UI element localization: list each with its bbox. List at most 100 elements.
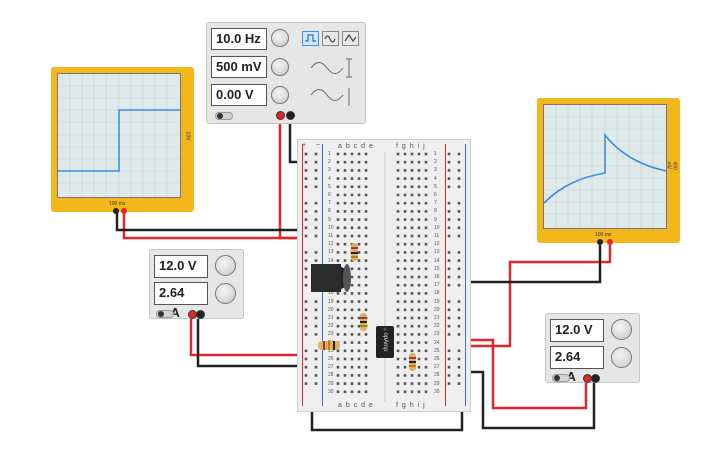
breadboard-hole[interactable] — [343, 226, 347, 230]
breadboard-hole[interactable] — [410, 341, 414, 344]
breadboard-hole[interactable] — [364, 357, 368, 361]
rail-hole[interactable] — [457, 169, 461, 172]
breadboard-hole[interactable] — [364, 292, 368, 295]
breadboard-hole[interactable] — [403, 341, 407, 344]
breadboard-hole[interactable] — [424, 177, 428, 180]
rail-hole[interactable] — [457, 357, 461, 361]
rail-hole[interactable] — [457, 201, 461, 205]
breadboard-hole[interactable] — [403, 242, 407, 246]
breadboard-hole[interactable] — [396, 169, 400, 172]
rail-hole[interactable] — [314, 324, 318, 328]
rail-hole[interactable] — [457, 308, 461, 312]
breadboard-hole[interactable] — [417, 226, 421, 230]
breadboard-hole[interactable] — [350, 333, 354, 336]
scope-pos-terminal[interactable] — [121, 208, 127, 214]
breadboard-hole[interactable] — [357, 160, 361, 164]
breadboard-hole[interactable] — [336, 210, 340, 213]
breadboard-hole[interactable] — [350, 259, 354, 262]
breadboard-hole[interactable] — [357, 349, 361, 353]
breadboard-hole[interactable] — [343, 160, 347, 164]
breadboard-hole[interactable] — [410, 349, 414, 353]
rail-hole[interactable] — [447, 218, 451, 221]
breadboard-hole[interactable] — [350, 177, 354, 180]
wire-red[interactable] — [462, 338, 588, 410]
breadboard-hole[interactable] — [343, 242, 347, 246]
breadboard-hole[interactable] — [410, 316, 414, 320]
rail-hole[interactable] — [304, 300, 308, 303]
breadboard-hole[interactable] — [364, 234, 368, 238]
offset-knob[interactable] — [271, 86, 289, 104]
breadboard-hole[interactable] — [343, 259, 347, 262]
sine-wave-button[interactable] — [322, 31, 339, 46]
breadboard-hole[interactable] — [410, 251, 414, 254]
breadboard-hole[interactable] — [336, 226, 340, 230]
breadboard-hole[interactable] — [417, 259, 421, 262]
current-knob[interactable] — [215, 283, 236, 304]
rail-hole[interactable] — [304, 152, 308, 156]
breadboard-hole[interactable] — [396, 357, 400, 361]
breadboard-hole[interactable] — [396, 242, 400, 246]
breadboard-hole[interactable] — [343, 382, 347, 385]
rail-hole[interactable] — [457, 226, 461, 230]
breadboard-hole[interactable] — [403, 152, 407, 156]
breadboard-hole[interactable] — [350, 201, 354, 205]
breadboard-hole[interactable] — [417, 234, 421, 238]
breadboard-hole[interactable] — [410, 210, 414, 213]
breadboard-hole[interactable] — [364, 365, 368, 369]
rail-hole[interactable] — [447, 374, 451, 377]
rail-hole[interactable] — [457, 382, 461, 385]
breadboard-hole[interactable] — [350, 160, 354, 164]
rail-hole[interactable] — [447, 267, 451, 271]
rail-hole[interactable] — [447, 234, 451, 238]
rail-hole[interactable] — [314, 316, 318, 320]
breadboard-hole[interactable] — [343, 251, 347, 254]
rail-hole[interactable] — [447, 251, 451, 254]
rail-hole[interactable] — [447, 300, 451, 303]
breadboard-hole[interactable] — [417, 292, 421, 295]
breadboard-hole[interactable] — [357, 308, 361, 312]
breadboard-hole[interactable] — [357, 300, 361, 303]
breadboard-hole[interactable] — [357, 374, 361, 377]
breadboard-hole[interactable] — [410, 333, 414, 336]
breadboard-hole[interactable] — [417, 308, 421, 312]
rail-hole[interactable] — [457, 234, 461, 238]
scope-pos-terminal[interactable] — [607, 239, 613, 245]
breadboard-hole[interactable] — [336, 160, 340, 164]
breadboard-hole[interactable] — [410, 234, 414, 238]
rail-hole[interactable] — [447, 349, 451, 353]
breadboard-hole[interactable] — [350, 341, 354, 344]
rail-hole[interactable] — [457, 316, 461, 320]
breadboard-hole[interactable] — [357, 201, 361, 205]
breadboard-hole[interactable] — [350, 365, 354, 369]
breadboard-hole[interactable] — [417, 316, 421, 320]
breadboard-hole[interactable] — [350, 169, 354, 172]
breadboard-hole[interactable] — [350, 390, 354, 394]
breadboard-hole[interactable] — [357, 324, 361, 328]
rail-hole[interactable] — [314, 333, 318, 336]
breadboard-hole[interactable] — [357, 259, 361, 262]
breadboard-hole[interactable] — [357, 251, 361, 254]
breadboard-hole[interactable] — [424, 185, 428, 189]
rail-hole[interactable] — [304, 365, 308, 369]
breadboard-hole[interactable] — [343, 390, 347, 394]
wire-black[interactable] — [196, 316, 318, 368]
breadboard-hole[interactable] — [403, 390, 407, 394]
breadboard-hole[interactable] — [357, 185, 361, 189]
breadboard-hole[interactable] — [357, 242, 361, 246]
breadboard-hole[interactable] — [364, 152, 368, 156]
negative-terminal[interactable] — [196, 310, 205, 319]
rail-hole[interactable] — [447, 308, 451, 312]
breadboard-hole[interactable] — [403, 259, 407, 262]
breadboard-hole[interactable] — [403, 324, 407, 328]
breadboard-hole[interactable] — [350, 349, 354, 353]
rail-hole[interactable] — [314, 201, 318, 205]
power-supply-left[interactable]: 12.0 V 2.64 mA — [149, 249, 244, 320]
breadboard-hole[interactable] — [364, 185, 368, 189]
rail-hole[interactable] — [314, 152, 318, 156]
breadboard-hole[interactable] — [343, 193, 347, 197]
breadboard-hole[interactable] — [336, 169, 340, 172]
breadboard-hole[interactable] — [364, 374, 368, 377]
breadboard-hole[interactable] — [357, 218, 361, 221]
breadboard-hole[interactable] — [403, 251, 407, 254]
